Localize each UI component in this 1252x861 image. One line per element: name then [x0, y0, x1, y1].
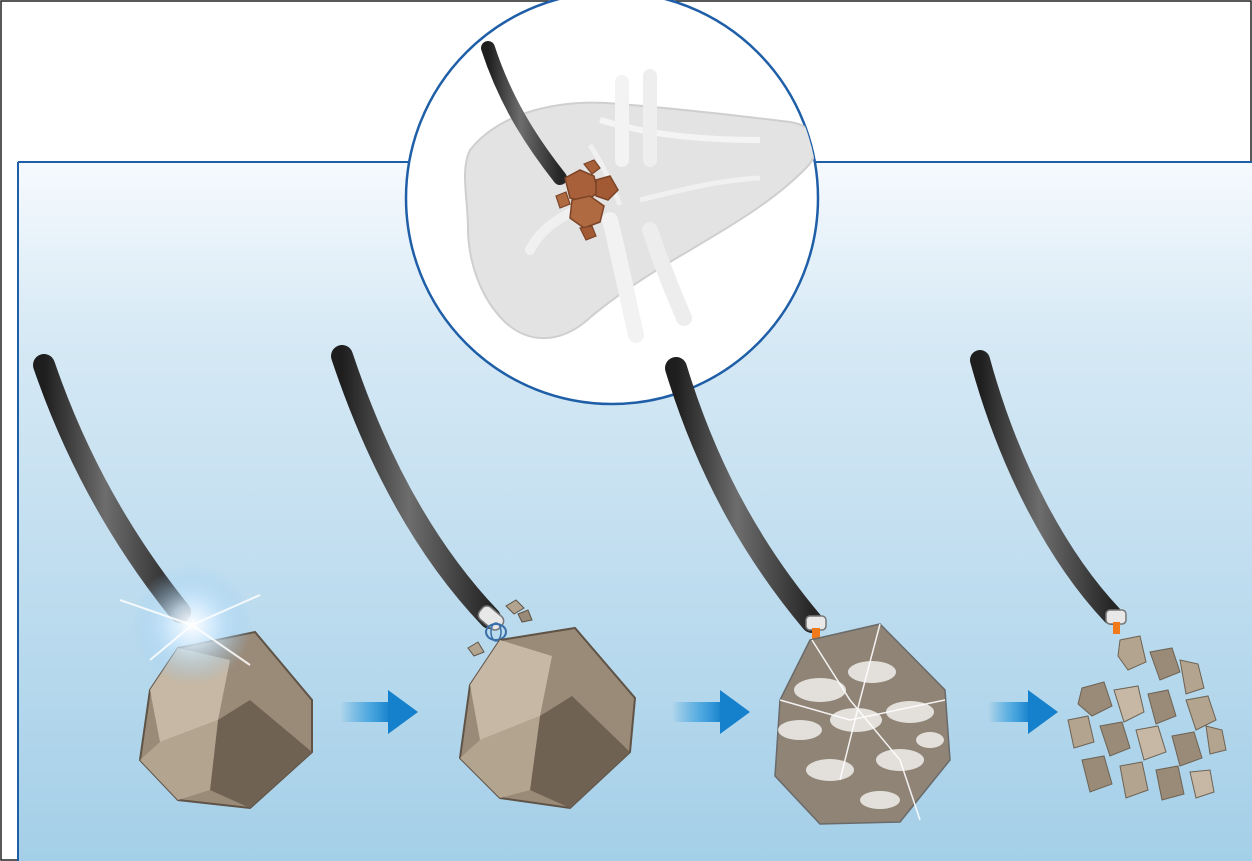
laser-icon [1113, 622, 1120, 634]
liver-inset [406, 0, 818, 404]
